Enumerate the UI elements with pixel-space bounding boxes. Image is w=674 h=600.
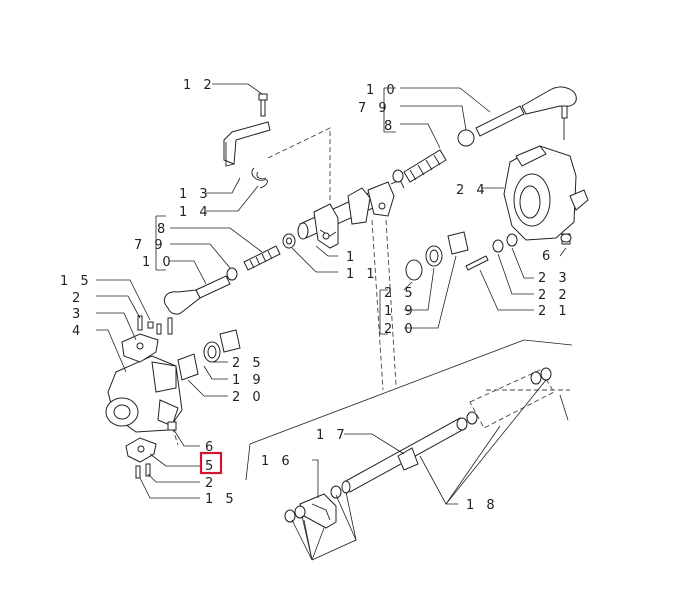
label-4: 4	[72, 324, 84, 339]
label-19-left: 1 9	[232, 373, 265, 388]
label-5: 5	[205, 459, 217, 474]
lower-cylinder-assembly	[284, 367, 555, 529]
steering-knuckle-right-24	[503, 145, 589, 245]
label-7-9-upper: 7 9	[358, 101, 391, 116]
bushing-set-left	[177, 329, 241, 381]
king-pin-cap-upper-3	[121, 315, 162, 363]
label-8-left: 8	[157, 222, 169, 237]
cylinder-body-1	[297, 179, 405, 249]
label-15-upper: 1 5	[60, 274, 93, 289]
section-outline	[245, 339, 573, 481]
label-14: 1 4	[179, 205, 212, 220]
bracket-13	[223, 121, 271, 167]
label-23: 2 3	[538, 271, 571, 286]
nut-9-left	[226, 267, 238, 281]
label-21: 2 1	[538, 304, 571, 319]
label-7-9-left: 7 9	[134, 238, 167, 253]
label-8-upper: 8	[384, 119, 396, 134]
label-1: 1	[346, 250, 358, 265]
label-15-lower: 1 5	[205, 492, 238, 507]
label-6-right: 6	[542, 249, 554, 264]
highlight-box-label-5	[199, 451, 223, 475]
tie-rod-left	[163, 245, 281, 335]
label-13: 1 3	[179, 187, 212, 202]
label-16: 1 6	[261, 454, 294, 469]
label-24: 2 4	[456, 183, 489, 198]
label-3: 3	[72, 307, 84, 322]
cap-6-left	[167, 421, 177, 431]
label-10-left: 1 0	[142, 255, 175, 270]
part-labels: 1 2 1 0 7 9 8 1 3 1 4 8 7 9 1 0 1 1 1 2 …	[60, 78, 571, 513]
steering-knuckle-left-4	[105, 355, 183, 433]
label-20-left: 2 0	[232, 390, 265, 405]
leader-lines	[96, 83, 567, 561]
nut-9-right	[457, 129, 475, 147]
label-25-right: 2 5	[384, 286, 417, 301]
bushing-set-right	[405, 231, 518, 281]
label-22: 2 2	[538, 288, 571, 303]
washer-11-hole	[286, 237, 292, 245]
label-6-left: 6	[205, 440, 217, 455]
label-10-upper: 1 0	[366, 83, 399, 98]
bolt-12	[258, 93, 268, 117]
label-20-right: 2 0	[384, 322, 417, 337]
label-11: 1 1	[346, 267, 379, 282]
label-2-lower: 2	[205, 476, 217, 491]
label-17: 1 7	[316, 428, 349, 443]
king-pin-cap-lower-5	[125, 437, 157, 479]
label-19-right: 1 9	[384, 304, 417, 319]
clip-14	[251, 167, 268, 189]
tie-rod-right	[392, 86, 577, 183]
label-18: 1 8	[466, 498, 499, 513]
label-25-left: 2 5	[232, 356, 265, 371]
label-12: 1 2	[183, 78, 216, 93]
label-2-upper: 2	[72, 291, 84, 306]
